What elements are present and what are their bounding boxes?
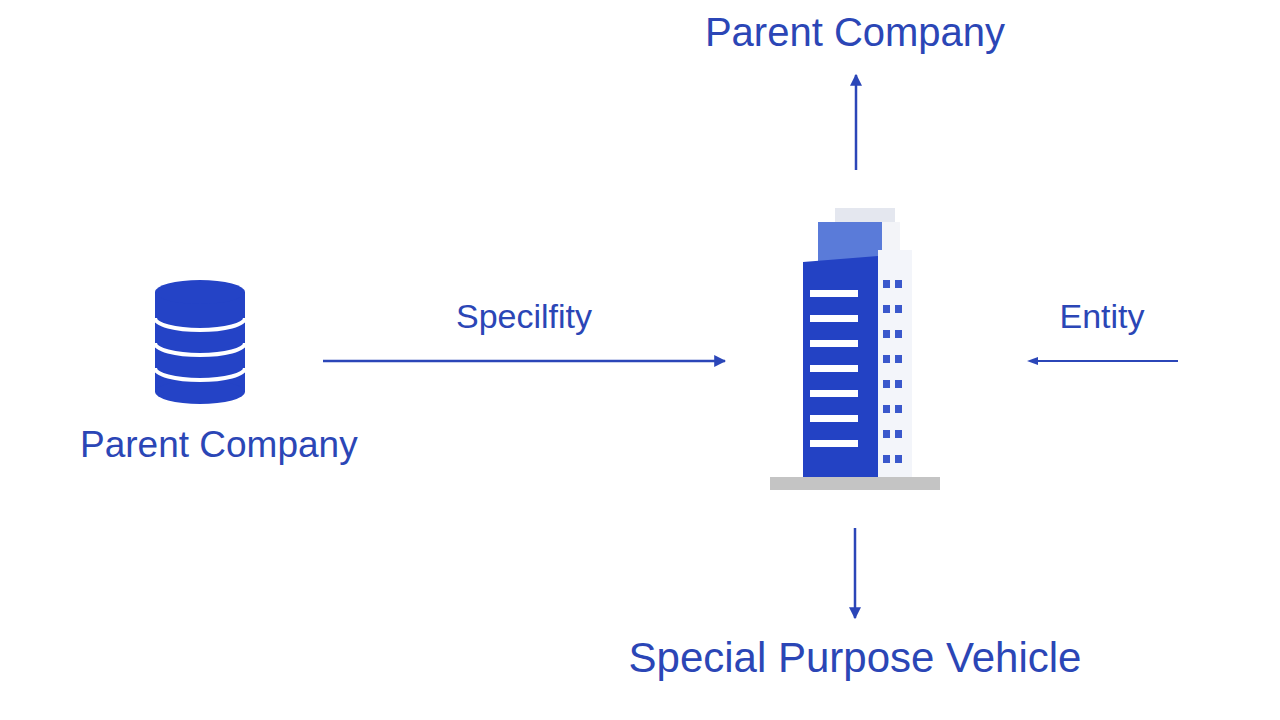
free-label: Entity bbox=[1059, 296, 1144, 337]
side-window bbox=[883, 455, 890, 463]
side-window bbox=[895, 280, 902, 288]
building-side-windows bbox=[883, 280, 902, 463]
database-base bbox=[155, 380, 245, 404]
side-window bbox=[883, 330, 890, 338]
side-window bbox=[883, 405, 890, 413]
database-ring bbox=[155, 318, 245, 330]
side-window bbox=[895, 330, 902, 338]
building-icon bbox=[770, 208, 940, 490]
building-upper-block bbox=[818, 222, 882, 262]
node-label: Parent Company bbox=[655, 8, 1055, 56]
database-body bbox=[155, 292, 245, 392]
leader-line bbox=[1034, 360, 1178, 362]
building-stripes bbox=[810, 290, 858, 447]
building-front bbox=[803, 256, 878, 478]
database-top bbox=[155, 280, 245, 304]
building-roof-side bbox=[882, 222, 900, 252]
database-ring bbox=[155, 343, 245, 355]
leader-head bbox=[1027, 357, 1038, 365]
side-window bbox=[883, 305, 890, 313]
window-stripe bbox=[810, 340, 858, 347]
side-window bbox=[883, 380, 890, 388]
side-window bbox=[895, 405, 902, 413]
window-stripe bbox=[810, 315, 858, 322]
target-node: Parent Company bbox=[655, 8, 1055, 75]
database-icon bbox=[155, 280, 245, 404]
building-side bbox=[878, 250, 912, 478]
arrow-connector bbox=[855, 75, 858, 170]
window-stripe bbox=[810, 290, 858, 297]
node-label: Special Purpose Vehicle bbox=[560, 633, 1150, 683]
side-window bbox=[895, 455, 902, 463]
side-window bbox=[895, 305, 902, 313]
database-ring bbox=[155, 368, 245, 380]
arrow-connector bbox=[323, 360, 725, 363]
window-stripe bbox=[810, 415, 858, 422]
side-window bbox=[895, 380, 902, 388]
window-stripe bbox=[810, 365, 858, 372]
side-window bbox=[895, 355, 902, 363]
side-window bbox=[883, 430, 890, 438]
node-label: Parent Company bbox=[80, 423, 323, 467]
edge-label: Specilfity bbox=[456, 296, 592, 337]
side-window bbox=[895, 430, 902, 438]
building-base bbox=[770, 477, 940, 490]
side-window bbox=[883, 355, 890, 363]
window-stripe bbox=[810, 390, 858, 397]
window-stripe bbox=[810, 440, 858, 447]
database-node: Parent Company bbox=[80, 278, 323, 468]
side-window bbox=[883, 280, 890, 288]
building-node bbox=[725, 170, 985, 528]
target-node: Special Purpose Vehicle bbox=[560, 618, 1150, 698]
arrow-connector bbox=[854, 528, 857, 618]
